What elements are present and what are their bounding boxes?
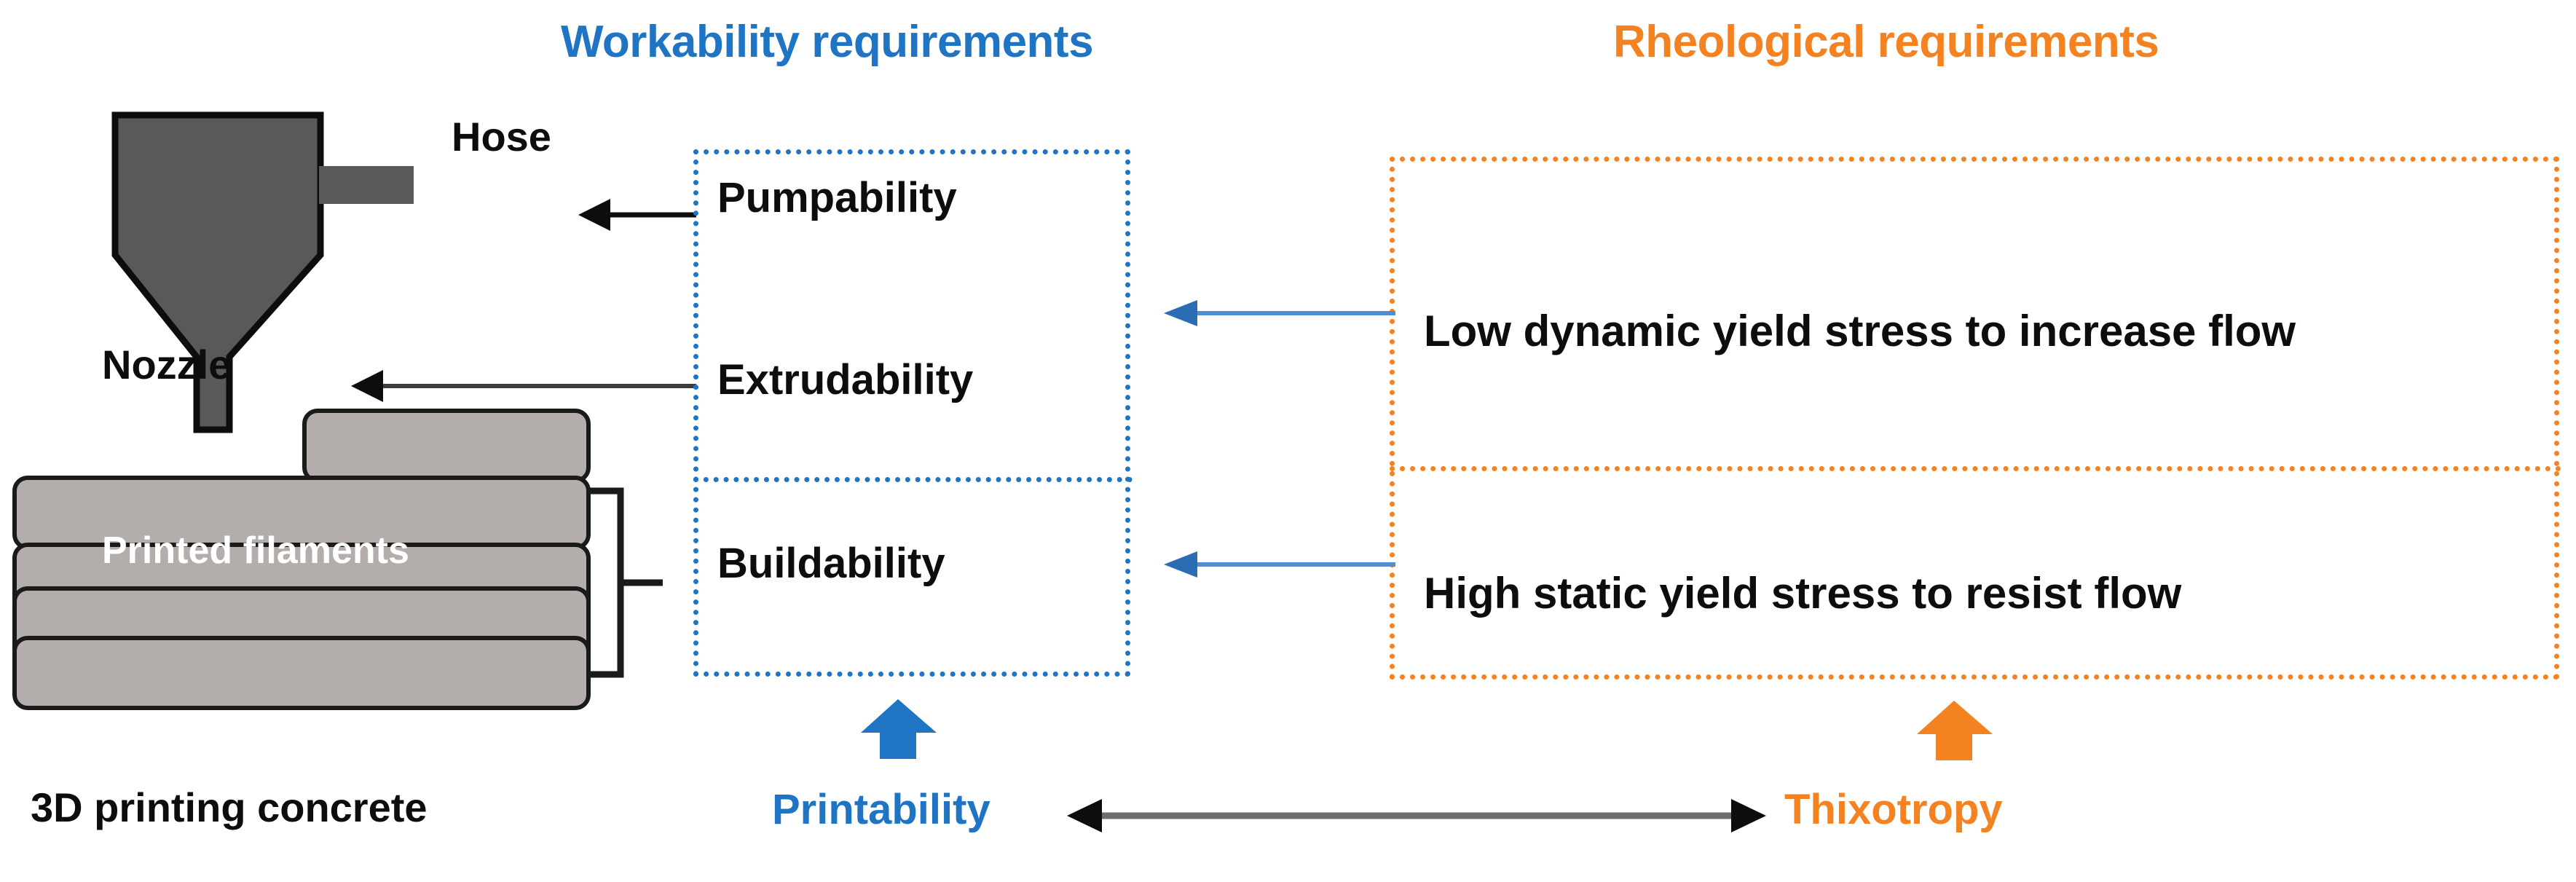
printability-label: Printability	[772, 786, 990, 833]
workability-box-divider	[693, 477, 1133, 482]
nozzle-arrow-icon	[351, 370, 696, 402]
hose-arrow-icon	[578, 199, 696, 231]
workability-item-extrudability: Extrudability	[717, 356, 974, 403]
3d-printing-concrete-caption: 3D printing concrete	[31, 784, 428, 830]
workability-requirements-box	[693, 149, 1130, 677]
workability-requirements-heading: Workability requirements	[561, 17, 1094, 67]
printed-filaments-stack	[12, 409, 591, 710]
workability-item-pumpability: Pumpability	[717, 174, 957, 221]
bottom-link-arrow-icon	[1164, 551, 1395, 578]
rheological-item-high-static-yield-stress: High static yield stress to resist flow	[1424, 569, 2182, 618]
printability-up-arrow-icon	[861, 699, 937, 759]
printability-thixotropy-bidirectional-arrow-icon	[1067, 799, 1766, 832]
rheological-box-divider	[1390, 466, 2561, 471]
rheological-requirements-heading: Rheological requirements	[1613, 17, 2159, 67]
nozzle-label: Nozzle	[102, 342, 232, 387]
hopper-nozzle-illustration	[111, 111, 414, 433]
printed-filaments-label: Printed filaments	[102, 529, 409, 572]
thixotropy-label: Thixotropy	[1784, 786, 2003, 833]
workability-item-buildability: Buildability	[717, 540, 945, 587]
top-link-arrow-icon	[1164, 300, 1395, 326]
hose-label: Hose	[452, 114, 551, 160]
rheological-requirements-box	[1390, 157, 2559, 680]
rheological-item-low-dynamic-yield-stress: Low dynamic yield stress to increase flo…	[1424, 307, 2296, 355]
thixotropy-up-arrow-icon	[1917, 701, 1993, 760]
filaments-bracket-icon	[590, 487, 663, 678]
